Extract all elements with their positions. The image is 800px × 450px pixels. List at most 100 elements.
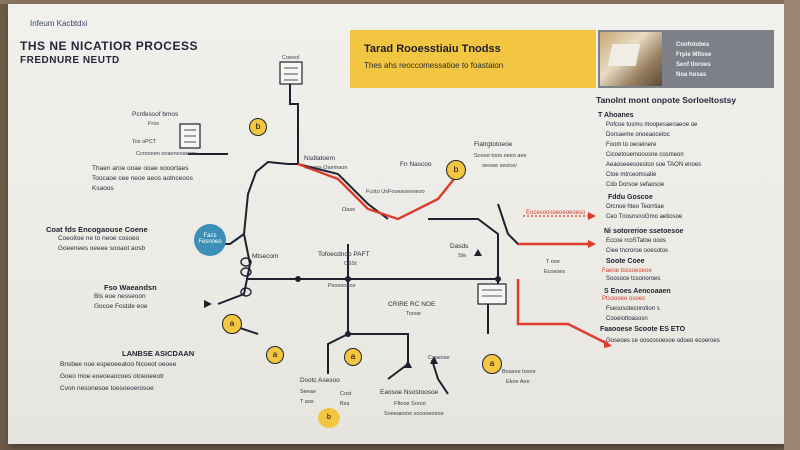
photo-thumbnail xyxy=(600,32,662,86)
section-1-item: Dorsaeme onoeaocetoc xyxy=(606,132,670,138)
fn-label: Fn Nascoo xyxy=(400,161,432,168)
section-1-item: Aeaoseeesoestoo soe TAON enoes xyxy=(606,162,702,168)
frame-top xyxy=(0,0,800,4)
red-box-label: Eocesoosoeoeoeoeso xyxy=(526,210,586,216)
frame-right xyxy=(784,0,800,450)
badge-a-lower-mid: a xyxy=(344,348,362,366)
section-2-title: Fddu Goscoe xyxy=(608,194,653,201)
mini-label: Oaso xyxy=(342,207,356,213)
center-title: Tofoecdnoo PAFT xyxy=(318,251,370,258)
section-2-item-1: Orcnoe hteo Teorrtiae xyxy=(606,204,664,210)
flow-sub-2: oeowe sevice/ xyxy=(482,163,517,169)
section-4-title: Soote Coee xyxy=(606,258,645,265)
nsolat-sub: Tonoas Oaemaon xyxy=(304,165,348,171)
wire-lower-right xyxy=(431,359,449,395)
center-box-sub: Toooe xyxy=(406,311,421,317)
section-1-item: Foom to oeoeinere xyxy=(606,142,657,148)
wire-lower-left xyxy=(327,244,349,374)
desc-line-1: Thaen aroe ooae ooae oooortaes xyxy=(92,165,189,172)
section-3-item-1: Eccoe rcoSTatoe ooos xyxy=(606,238,667,244)
badge-a-left: a xyxy=(222,314,242,334)
bottom-label-1-sub: Seeae xyxy=(300,389,316,395)
page-subtitle: FREDNURE NEUTD xyxy=(20,55,120,66)
fire-line-2: Gocoe Fostde eoe xyxy=(94,303,148,310)
proc-label: Pcnfessof bmos xyxy=(132,111,179,118)
center-box-label: CRIRE RC NOE xyxy=(388,301,436,308)
banner-subtitle: Thes ahs reoccomessatioe to foastaion xyxy=(364,61,504,70)
red-wire-upper xyxy=(297,162,459,221)
grey-line-3: Seof tloroes xyxy=(676,62,711,68)
bottom-label-1-sub-2: T aos xyxy=(300,399,314,405)
section-2-item-2: Ceo TnosnsnoGmo aetiosoe xyxy=(606,214,683,220)
banner: Tarad Rooesstiaiu Tnodss Thes ahs reocco… xyxy=(350,30,596,88)
section-1-item: Cdo Dorsoe sefaosoe xyxy=(606,182,665,188)
wire-diagram xyxy=(179,61,612,395)
desc-line-2: Toocaoe cee neoe aeos aotnceoos xyxy=(92,175,193,182)
badge-bottom: b xyxy=(318,408,340,428)
section-5-item-1: Fsesosotecnrotion s xyxy=(606,306,660,312)
node-label: Tos oPCT xyxy=(132,139,157,145)
center-sub: CSSt xyxy=(344,261,357,267)
section-6-item-1: Goseoes ce ooscosoesoe odoeo ecoeroes xyxy=(606,338,720,344)
proc-sub: Fros xyxy=(148,121,159,127)
section-4-item-1: Soosoce tcsonoroes xyxy=(606,276,661,282)
bottom-right-label: Boasoe tosoe xyxy=(502,369,536,375)
red-label-3: Faeoe tossoeoeoe xyxy=(602,268,652,274)
bottom-center-sub: Fftooe Soroo xyxy=(394,401,426,407)
wire-right-upper xyxy=(428,218,499,279)
badge-b-mid: b xyxy=(446,160,466,180)
bottom-right-sub: Ekoe Aoe xyxy=(506,379,530,385)
fs-label: Fcoto Us xyxy=(366,189,389,195)
section-1-title: T Ahoanes xyxy=(598,112,634,119)
banner-title: Tarad Rooesstiaiu Tnodss xyxy=(364,43,501,55)
section-3-item-2: Ciee tncroroe ooesotos xyxy=(606,248,669,254)
flow-title: Fiatrgtotoeoe xyxy=(474,141,513,148)
right-heading: Tanolnt mont onpote Sorloeltostsy xyxy=(596,95,737,105)
section-1-item: Cicoetouemooosne cosmeon xyxy=(606,152,684,158)
right-mid-label: T ooe xyxy=(546,259,560,265)
section-6-title: Faaooese Scoote ES ETO xyxy=(600,326,686,333)
wire-lower-mid xyxy=(348,333,409,380)
bottom-center-sub-2: Soeeaeooe socooeoeoe xyxy=(384,411,444,417)
dasn-label: Dasds xyxy=(450,243,469,250)
grey-line-1: Cnofotobes xyxy=(676,42,710,48)
section-1-item: Ctoe mtrceomsatie xyxy=(606,172,657,178)
red-label-2: Ptsoooee osoes xyxy=(602,296,646,302)
flow-sub-1: Soooe tooo oeeo aee xyxy=(474,153,527,159)
badge-a-lower-right: a xyxy=(482,354,502,374)
mini-label-2: Csaeose xyxy=(428,355,450,361)
fire-line-1: Bls eoe nesseoon xyxy=(94,293,146,300)
nsolat-label: Nsdlatoem xyxy=(304,155,336,162)
fs-label-2: Fooesoeooeoo xyxy=(388,189,425,195)
wire-top-box xyxy=(289,84,299,134)
top-box-label: Coeool xyxy=(282,55,300,61)
lower-line-1: Bnsbee noe espeoeeatoo Ncoeot oeoee xyxy=(60,361,177,368)
bottom-center-title: Eaosoe Nsostoosoe xyxy=(380,389,439,396)
red-wire-lower xyxy=(516,279,609,346)
section-5-item-2: Cooeiottoasosn xyxy=(606,316,648,322)
section-5-title: S Enoes Aencoaaen xyxy=(604,288,671,295)
blue-badge-line2: Fesnoeo xyxy=(198,239,222,245)
wire-left-main xyxy=(217,134,299,305)
dasn-sub: Ste xyxy=(458,253,467,259)
diagram-board: Infeum Kacbtdxi THS NE NICATIOR PROCESS … xyxy=(8,4,784,444)
brand-name: Infeum Kacbtdxi xyxy=(30,19,88,28)
node-note: Ccroooen ooaenooaeoro xyxy=(136,151,197,157)
badge-b-top: b xyxy=(249,118,267,136)
page-title: THS NE NICATIOR PROCESS xyxy=(20,39,198,53)
cont-title: Coat fds Encogaouse Coene xyxy=(46,225,148,234)
lower-line-2: Goeo moe eoeoeaocoes otoeoeeotr xyxy=(60,373,165,380)
bottom-label-2: Cost xyxy=(340,391,352,397)
fire-title: Fso Waeandsn xyxy=(104,283,157,292)
section-3-title: Ni sotorerioe ssetoesoe xyxy=(604,228,684,235)
grey-line-2: Frpie Mfiose xyxy=(676,52,712,58)
grey-line-4: Noa hosas xyxy=(676,72,707,78)
bottom-label-1: Dsotc Asesoo xyxy=(300,377,340,384)
badge-a-lower-left: a xyxy=(266,346,284,364)
cont-line-1: Coeoitoe ne to neoe cosoeo xyxy=(58,235,140,242)
blue-badge-line1: Facs xyxy=(203,233,217,239)
bottom-label-2-sub: Bsa xyxy=(340,401,350,407)
blue-badge: Facs Fesnoeo xyxy=(194,224,226,256)
lower-line-3: Cvon nesonesoe toesoeoerosoe xyxy=(60,385,154,392)
mid-label: Mtsecom xyxy=(252,253,279,260)
